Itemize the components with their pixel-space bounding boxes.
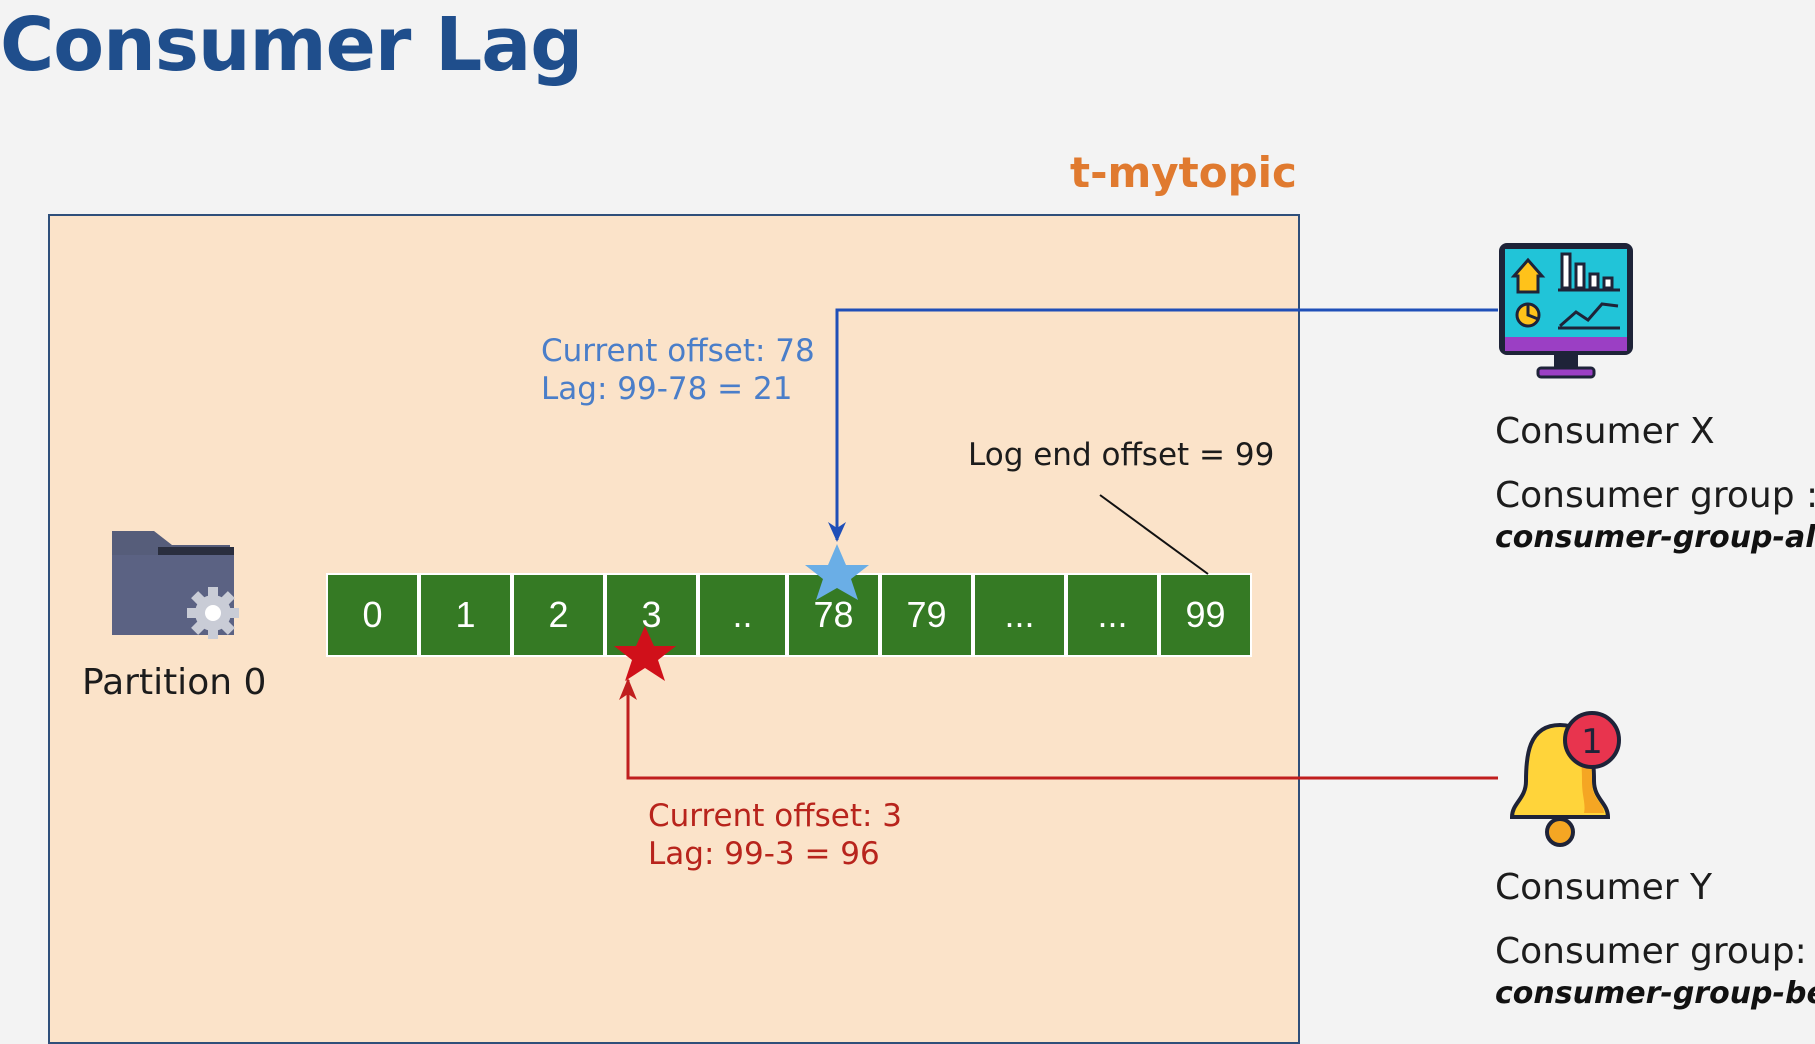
- consumer-y-offset-text: Current offset: 3 Lag: 99-3 = 96: [648, 797, 902, 873]
- folder-gear-icon: [112, 531, 239, 639]
- offset-cell: 99: [1159, 573, 1252, 657]
- offset-cell: 79: [880, 573, 973, 657]
- log-end-pointer: [1099, 494, 1209, 575]
- offset-cell: ...: [973, 573, 1066, 657]
- offset-cell: ...: [1066, 573, 1159, 657]
- consumer-x-offset-text: Current offset: 78 Lag: 99-78 = 21: [541, 332, 815, 408]
- consumer-x-arrowhead: [828, 522, 846, 542]
- offset-cell: 2: [512, 573, 605, 657]
- consumer-y-group-label: Consumer group:: [1495, 931, 1807, 972]
- consumer-x-group-name: consumer-group-alpha: [1495, 520, 1815, 555]
- topic-label: t-mytopic: [1070, 148, 1297, 197]
- notification-bell-icon: 1: [1509, 711, 1621, 847]
- consumer-x-group-label: Consumer group :: [1495, 475, 1815, 516]
- consumer-x-star-icon: [805, 544, 869, 600]
- offset-cells: 0 1 2 3 .. 78 79 ... ... 99: [326, 573, 1252, 657]
- consumer-y-arrowhead: [619, 678, 637, 700]
- log-end-offset-label: Log end offset = 99: [968, 437, 1275, 473]
- consumer-x-arrow: [835, 308, 1498, 540]
- consumer-y-star-icon: [614, 626, 676, 681]
- consumer-y-lag: Lag: 99-3 = 96: [648, 836, 880, 872]
- consumer-x-lag: Lag: 99-78 = 21: [541, 371, 793, 407]
- consumer-x-name: Consumer X: [1495, 411, 1715, 452]
- consumer-y-current-offset: Current offset: 3: [648, 798, 903, 834]
- partition-label: Partition 0: [82, 662, 267, 703]
- offset-cell: 0: [326, 573, 419, 657]
- consumer-y-arrow: [626, 680, 1498, 780]
- page-title: Consumer Lag: [0, 2, 583, 88]
- dashboard-monitor-icon: [1499, 243, 1633, 379]
- offset-cell: ..: [698, 573, 787, 657]
- notification-badge: 1: [1581, 722, 1603, 762]
- consumer-y-name: Consumer Y: [1495, 867, 1713, 908]
- consumer-x-current-offset: Current offset: 78: [541, 333, 815, 369]
- diagram-connectors: [614, 308, 1498, 780]
- consumer-y-group-name: consumer-group-beta: [1495, 976, 1815, 1011]
- offset-cell: 1: [419, 573, 512, 657]
